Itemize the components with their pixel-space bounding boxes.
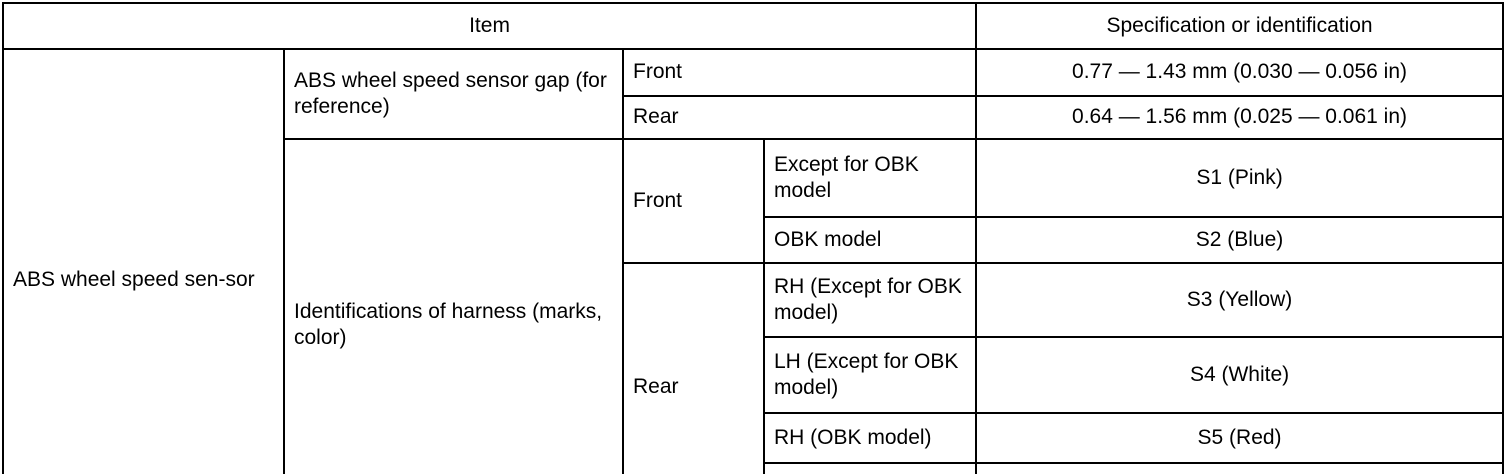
value-rear-lh-obk: S6 (Light green): [975, 462, 1504, 474]
variant-front-obk: OBK model: [762, 216, 978, 264]
table-row: Rear 0.64 — 1.56 mm (0.025 — 0.061 in): [3, 95, 1504, 140]
value-rear-lh-except-obk: S4 (White): [975, 336, 1504, 414]
table-row: Identifications of harness (marks, color…: [3, 138, 1504, 474]
position-rear-gap: Rear: [621, 95, 978, 140]
table-header-row: Item Specification or identification: [1, 2, 1504, 50]
table-row: LH (OBK model) S6 (Light green): [3, 462, 1504, 474]
variant-rear-rh-except-obk: RH (Except for OBK model): [762, 262, 978, 338]
table-row: LH (Except for OBK model) S4 (White): [3, 336, 1504, 414]
position-front-harness: Front: [622, 138, 765, 264]
table-row: ABS wheel speed sen-sor ABS wheel speed …: [2, 48, 1504, 474]
table-row: Rear RH (Except for OBK model) S3 (Yello…: [3, 262, 1504, 474]
value-rear-rh-obk: S5 (Red): [975, 412, 1504, 464]
table-row: OBK model S2 (Blue): [3, 216, 1504, 264]
header-specification: Specification or identification: [975, 2, 1504, 50]
position-front-gap: Front: [621, 48, 978, 97]
variant-rear-rh-obk: RH (OBK model): [762, 412, 978, 464]
position-rear-harness: Rear: [622, 262, 765, 474]
variant-rear-lh-except-obk: LH (Except for OBK model): [762, 336, 978, 414]
header-item: Item: [1, 2, 978, 50]
group-label-abs-wheel-speed-sensor: ABS wheel speed sen-sor: [2, 48, 285, 474]
value-front-except-obk: S1 (Pink): [975, 138, 1504, 218]
subgroup-label-sensor-gap: ABS wheel speed sensor gap (for referenc…: [283, 48, 624, 140]
table-row: RH (OBK model) S5 (Red): [3, 412, 1504, 464]
value-rear-gap: 0.64 — 1.56 mm (0.025 — 0.061 in): [975, 95, 1504, 140]
subgroup-label-harness-identifications: Identifications of harness (marks, color…: [283, 138, 624, 474]
variant-front-except-obk: Except for OBK model: [762, 138, 978, 218]
value-rear-rh-except-obk: S3 (Yellow): [975, 262, 1504, 338]
value-front-obk: S2 (Blue): [975, 216, 1504, 264]
value-front-gap: 0.77 — 1.43 mm (0.030 — 0.056 in): [975, 48, 1504, 97]
variant-rear-lh-obk: LH (OBK model): [762, 462, 978, 474]
